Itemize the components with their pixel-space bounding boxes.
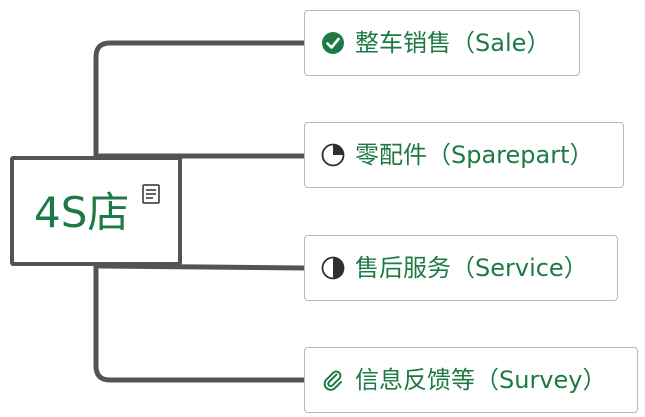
branch-node-sparepart[interactable]: 零配件（Sparepart） xyxy=(304,122,624,188)
pie-quarter-icon xyxy=(321,143,345,167)
branch-node-service[interactable]: 售后服务（Service） xyxy=(304,235,618,301)
branch-label-sale: 整车销售（Sale） xyxy=(355,29,551,57)
connector-sale xyxy=(93,40,307,159)
branch-label-service: 售后服务（Service） xyxy=(355,254,588,282)
pie-half-icon xyxy=(321,256,345,280)
paperclip-icon xyxy=(323,370,342,391)
root-node[interactable]: 4S店 xyxy=(10,156,182,266)
note-icon xyxy=(142,184,160,204)
root-label: 4S店 xyxy=(34,188,130,237)
branch-node-sale[interactable]: 整车销售（Sale） xyxy=(304,10,580,76)
connector-survey xyxy=(93,263,307,383)
branch-node-survey[interactable]: 信息反馈等（Survey） xyxy=(304,347,638,413)
connector-service xyxy=(97,263,307,271)
branch-label-survey: 信息反馈等（Survey） xyxy=(355,366,607,394)
check-circle-icon xyxy=(322,32,344,54)
branch-label-sparepart: 零配件（Sparepart） xyxy=(355,141,594,169)
